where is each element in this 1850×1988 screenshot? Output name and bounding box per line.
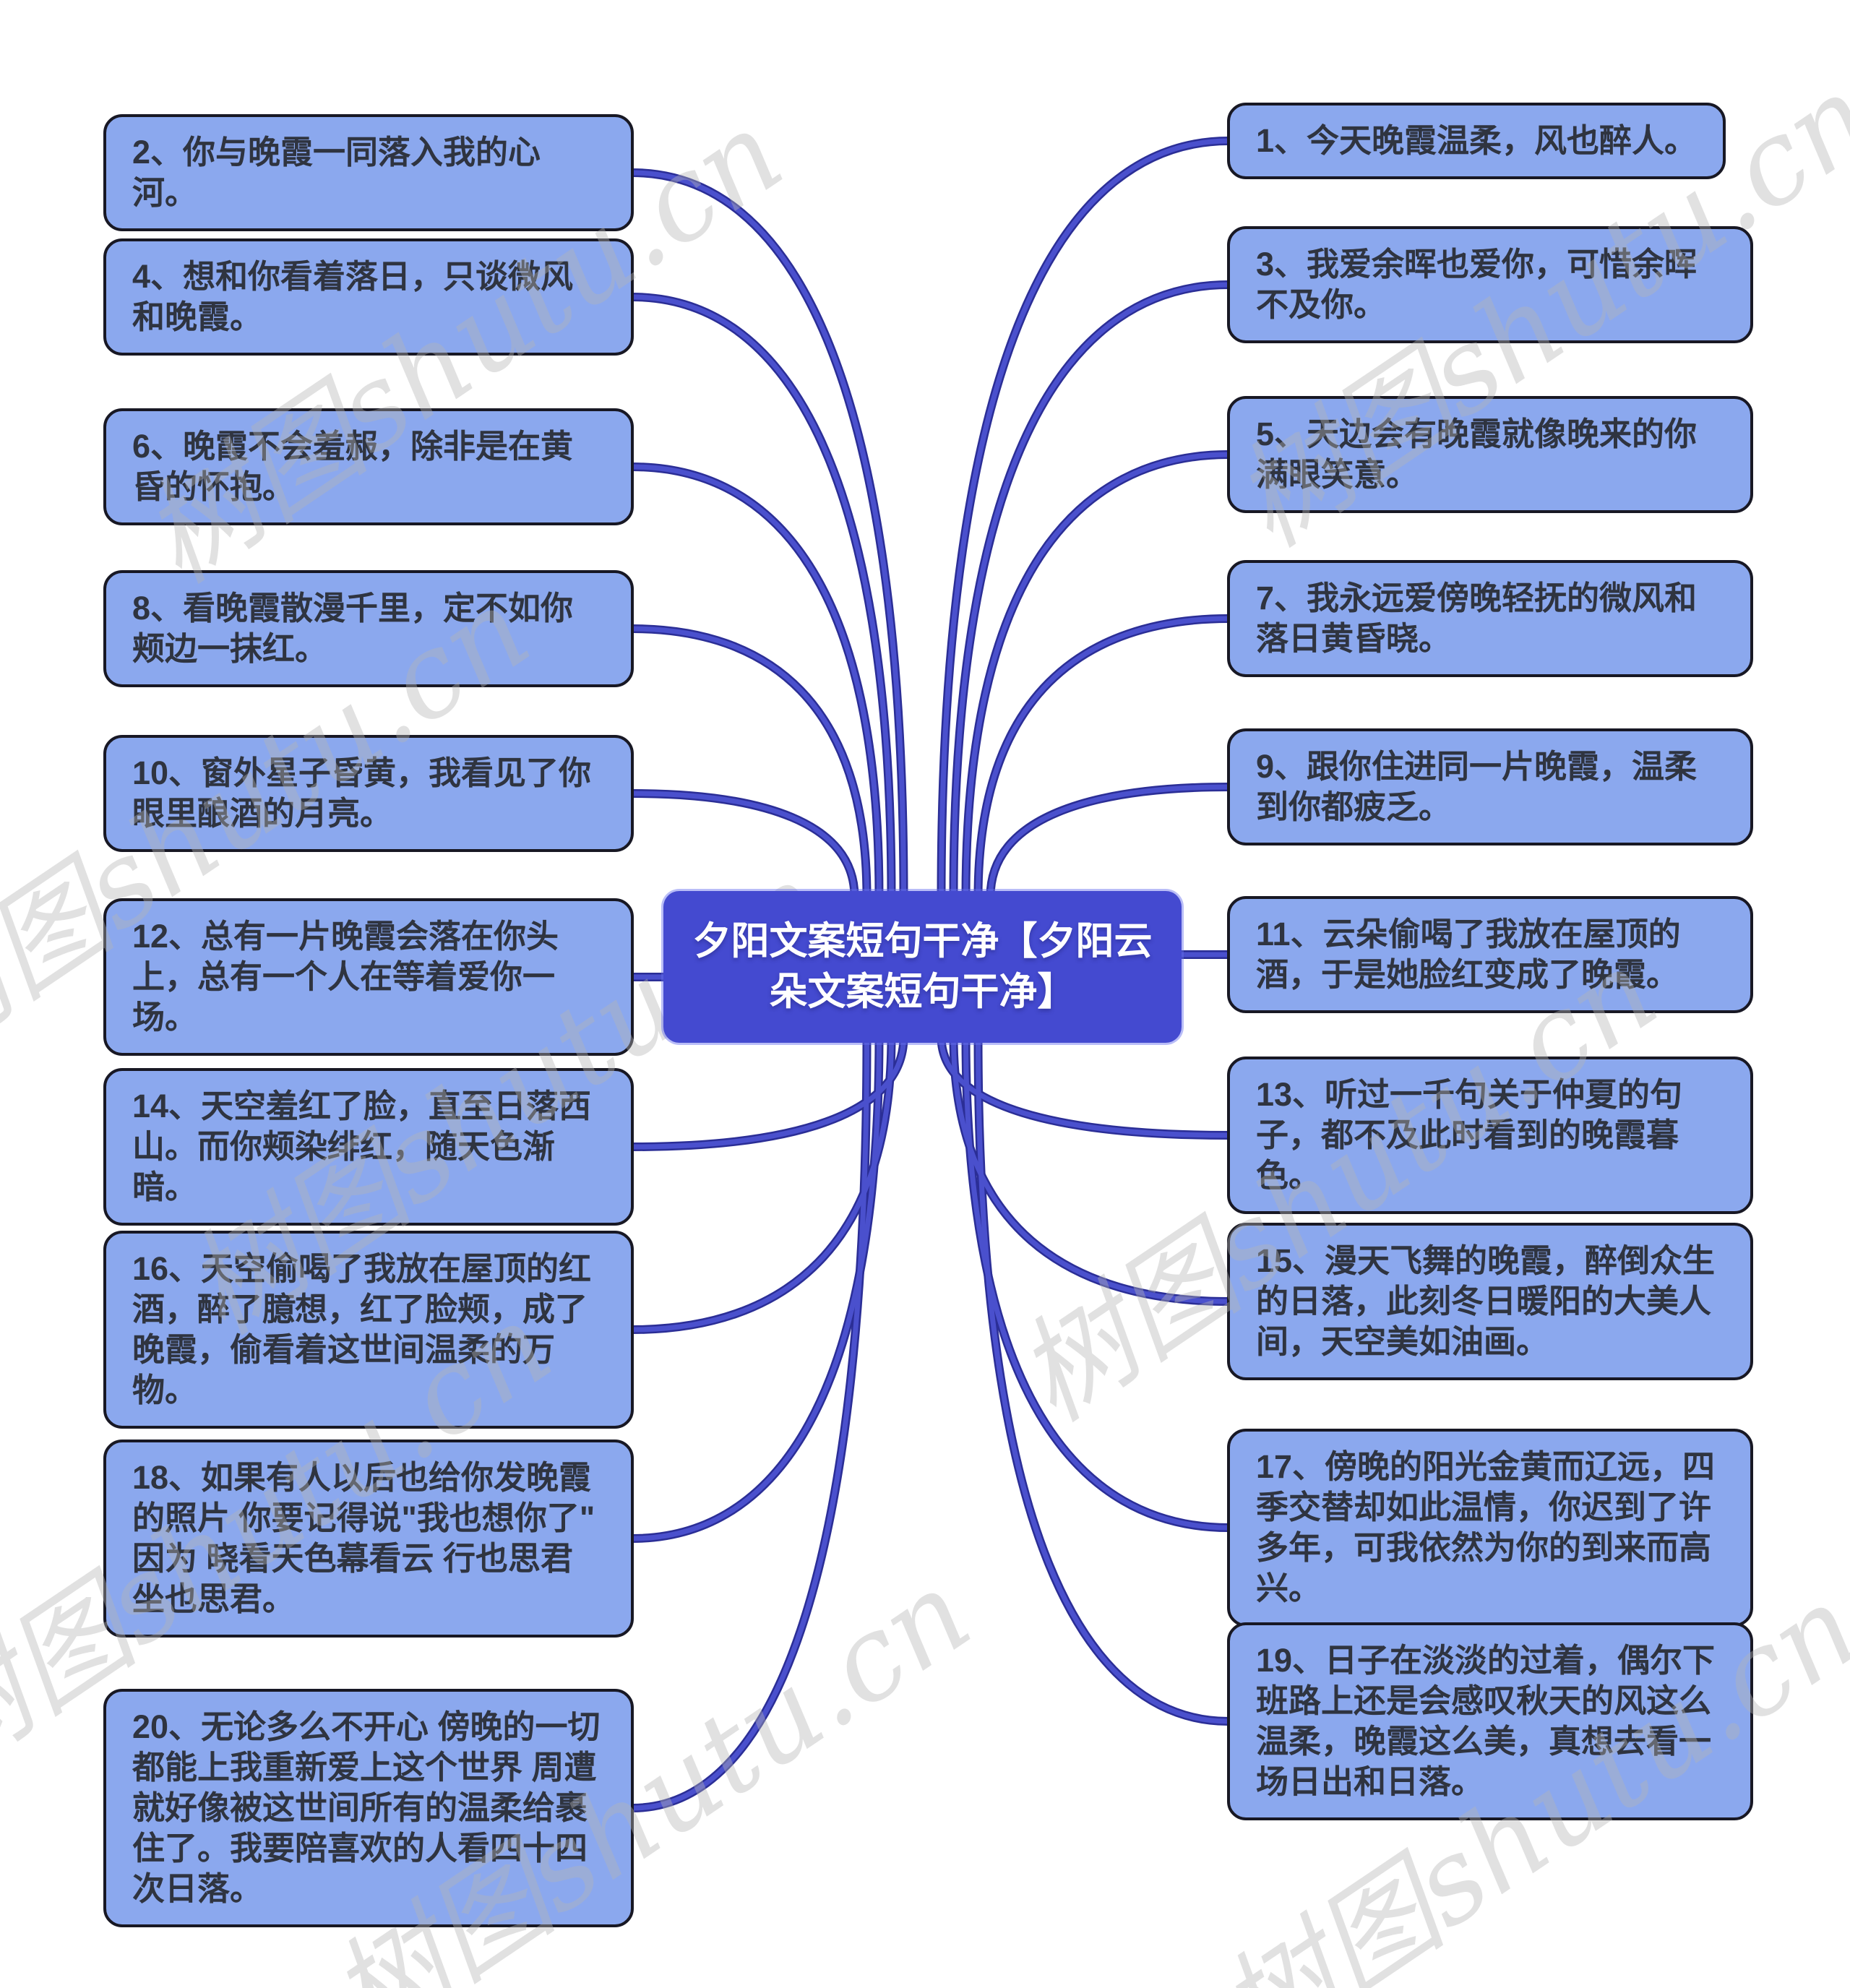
right-topic-box-3[interactable]: 5、天边会有晚霞就像晚来的你满眼笑意。 (1227, 396, 1753, 513)
right-topic-box-10[interactable]: 19、日子在淡淡的过着，偶尔下班路上还是会感叹秋天的风这么温柔，晚霞这么美，真想… (1227, 1622, 1753, 1820)
right-topic-box-6[interactable]: 11、云朵偷喝了我放在屋顶的酒，于是她脸红变成了晚霞。 (1227, 896, 1753, 1013)
left-topic-box-5[interactable]: 10、窗外星子昏黄，我看见了你眼里酿酒的月亮。 (103, 735, 634, 852)
right-topic-box-2[interactable]: 3、我爱余晖也爱你，可惜余晖不及你。 (1227, 226, 1753, 343)
left-topic-box-8[interactable]: 16、天空偷喝了我放在屋顶的红酒，醉了臆想，红了脸颊，成了晚霞，偷看着这世间温柔… (103, 1231, 634, 1429)
right-topic-box-1[interactable]: 1、今天晚霞温柔，风也醉人。 (1227, 103, 1726, 179)
left-topic-box-6[interactable]: 12、总有一片晚霞会落在你头上，总有一个人在等着爱你一场。 (103, 898, 634, 1056)
right-topic-box-5[interactable]: 9、跟你住进同一片晚霞，温柔到你都疲乏。 (1227, 728, 1753, 845)
left-topic-box-1[interactable]: 2、你与晚霞一同落入我的心河。 (103, 114, 634, 231)
left-topic-box-2[interactable]: 4、想和你看着落日，只谈微风和晚霞。 (103, 238, 634, 356)
left-topic-box-7[interactable]: 14、天空羞红了脸，直至日落西山。而你颊染绯红，随天色渐暗。 (103, 1068, 634, 1226)
left-topic-box-4[interactable]: 8、看晚霞散漫千里，定不如你颊边一抹红。 (103, 570, 634, 687)
left-topic-box-3[interactable]: 6、晚霞不会羞赧，除非是在黄昏的怀抱。 (103, 408, 634, 525)
right-topic-box-9[interactable]: 17、傍晚的阳光金黄而辽远，四季交替却如此温情，你迟到了许多年，可我依然为你的到… (1227, 1429, 1753, 1627)
central-topic[interactable]: 夕阳文案短句干净【夕阳云朵文案短句干净】 (663, 891, 1182, 1043)
right-topic-box-7[interactable]: 13、听过一千句关于仲夏的句子，都不及此时看到的晚霞暮色。 (1227, 1057, 1753, 1214)
right-topic-box-4[interactable]: 7、我永远爱傍晚轻抚的微风和落日黄昏晓。 (1227, 560, 1753, 677)
left-topic-box-10[interactable]: 20、无论多么不开心 傍晚的一切都能上我重新爱上这个世界 周遭就好像被这世间所有… (103, 1689, 634, 1927)
right-topic-box-8[interactable]: 15、漫天飞舞的晚霞，醉倒众生的日落，此刻冬日暖阳的大美人间，天空美如油画。 (1227, 1223, 1753, 1380)
left-topic-box-9[interactable]: 18、如果有人以后也给你发晚霞的照片 你要记得说"我也想你了" 因为 晓看天色幕… (103, 1440, 634, 1638)
